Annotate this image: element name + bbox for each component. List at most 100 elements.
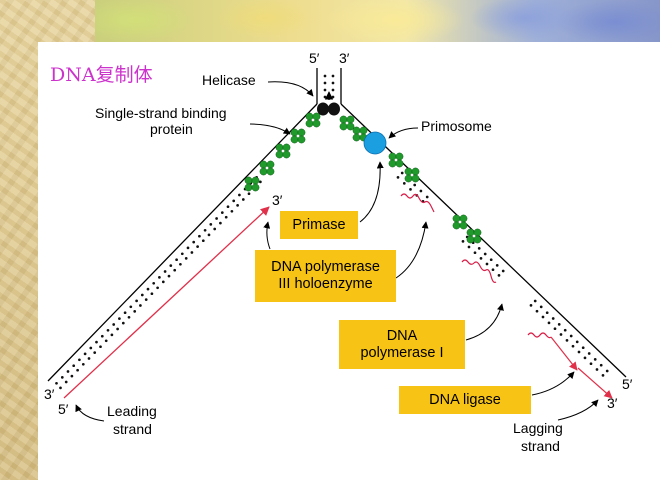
ssb-protein-icon [466, 228, 482, 244]
end-label-leading-3prime-top: 3′ [272, 192, 283, 208]
pointer-helicase [267, 81, 314, 97]
base-pair-dot [402, 182, 406, 185]
base-pair-dot [396, 176, 400, 179]
end-label-leading-3prime: 3′ [44, 386, 55, 402]
ssb-protein-icon [452, 214, 468, 230]
base-pair-dot [551, 317, 555, 320]
base-pair-dot [198, 234, 201, 238]
base-pair-dot [100, 334, 104, 338]
base-pair-dot [593, 358, 597, 361]
base-pair-dot [571, 344, 575, 348]
base-pair-dot [495, 264, 499, 267]
base-pair-dot [529, 304, 533, 307]
base-pair-dot [196, 245, 199, 248]
leading-template-strand [47, 103, 318, 382]
base-pair-dot [64, 380, 68, 384]
okazaki-fragment-1 [400, 193, 435, 213]
base-pair-dot [72, 364, 76, 368]
lagging-template-strand [340, 103, 627, 378]
end-label-lagging-5prime: 5′ [622, 376, 633, 392]
base-pair-dot [121, 321, 125, 325]
pol3-label-line2: III holoenzyme [278, 276, 373, 292]
base-pair-dot [489, 258, 493, 262]
base-pair-dot [545, 311, 549, 315]
header-photo-banner [95, 0, 660, 42]
lagging-strand-label-line1: Lagging [513, 420, 563, 436]
base-pair-dot [323, 88, 327, 92]
base-pair-dot [409, 188, 412, 191]
pointer-lagging-strand [557, 399, 599, 421]
leading-base-pairs [55, 175, 262, 390]
helicase-icon [317, 102, 329, 116]
base-pair-dot [167, 274, 171, 278]
base-pair-dot [553, 327, 557, 331]
base-pair-dot [224, 215, 228, 219]
base-pair-dot [99, 345, 102, 349]
base-pair-dot [583, 356, 587, 360]
base-pair-dot [501, 269, 505, 273]
base-pair-dot [213, 227, 217, 231]
base-pair-dot [179, 262, 182, 266]
ssb-protein-icon [259, 160, 275, 176]
base-pair-dot [83, 352, 87, 356]
base-pair-dot [93, 351, 97, 354]
base-pair-dot [163, 270, 167, 273]
base-pair-dot [419, 189, 423, 193]
okazaki-fragment-3 [527, 332, 552, 339]
okazaki-fragment-3-strand [550, 336, 578, 371]
pointer-primosome [388, 127, 419, 139]
base-pair-dot [127, 315, 131, 319]
base-pair-dot [581, 346, 585, 350]
base-pair-dot [236, 204, 239, 207]
pol3-label-line1: DNA polymerase [271, 259, 380, 275]
ssb-protein-icon [244, 176, 260, 192]
base-pair-dot [140, 293, 144, 297]
pointer-ssb [249, 123, 291, 135]
base-pair-dot [152, 281, 156, 285]
base-pair-dot [87, 357, 91, 360]
base-pair-dot [220, 211, 224, 214]
base-pair-dot [66, 370, 70, 373]
base-pair-dot [241, 198, 245, 201]
base-pair-dot [133, 310, 137, 313]
base-pair-dot [112, 323, 116, 326]
base-pair-dot [161, 280, 165, 284]
base-pair-dot [539, 305, 543, 309]
base-pair-dot [184, 257, 188, 260]
base-pair-dot [331, 81, 335, 85]
base-pair-dot [150, 292, 154, 296]
base-pair-dot [467, 245, 471, 249]
ssb-protein-icon [275, 143, 291, 159]
base-pair-dot [589, 362, 593, 366]
base-pair-dot [139, 304, 142, 307]
base-pair-dot [201, 239, 205, 243]
base-pair-dot [533, 299, 537, 303]
base-pair-dot [110, 333, 114, 337]
base-pair-dot [331, 88, 335, 92]
base-pair-dot [190, 251, 194, 254]
base-pair-dot [232, 199, 236, 203]
primosome-icon [363, 131, 387, 155]
base-pair-dot [577, 350, 581, 354]
base-pair-dot [461, 240, 465, 243]
ssb-protein-icon [404, 167, 420, 183]
base-pair-dot [203, 228, 207, 232]
base-pair-dot [605, 369, 609, 373]
base-pair-dot [425, 195, 429, 199]
pointer-primase [359, 161, 384, 223]
base-pair-dot [60, 376, 64, 379]
base-pair-dot [186, 246, 190, 250]
base-pair-dot [230, 209, 234, 213]
base-pair-dot [485, 262, 489, 266]
base-pair-dot [535, 309, 539, 313]
end-label-top-5prime: 5′ [309, 50, 320, 66]
base-pair-dot [479, 257, 483, 260]
primase-label: Primase [292, 216, 346, 233]
base-pair-dot [118, 317, 121, 320]
base-pair-dot [563, 328, 567, 332]
base-pair-dot [226, 205, 230, 209]
base-pair-dot [601, 374, 605, 377]
base-pair-dot [323, 95, 327, 99]
base-pair-dot [135, 299, 138, 303]
